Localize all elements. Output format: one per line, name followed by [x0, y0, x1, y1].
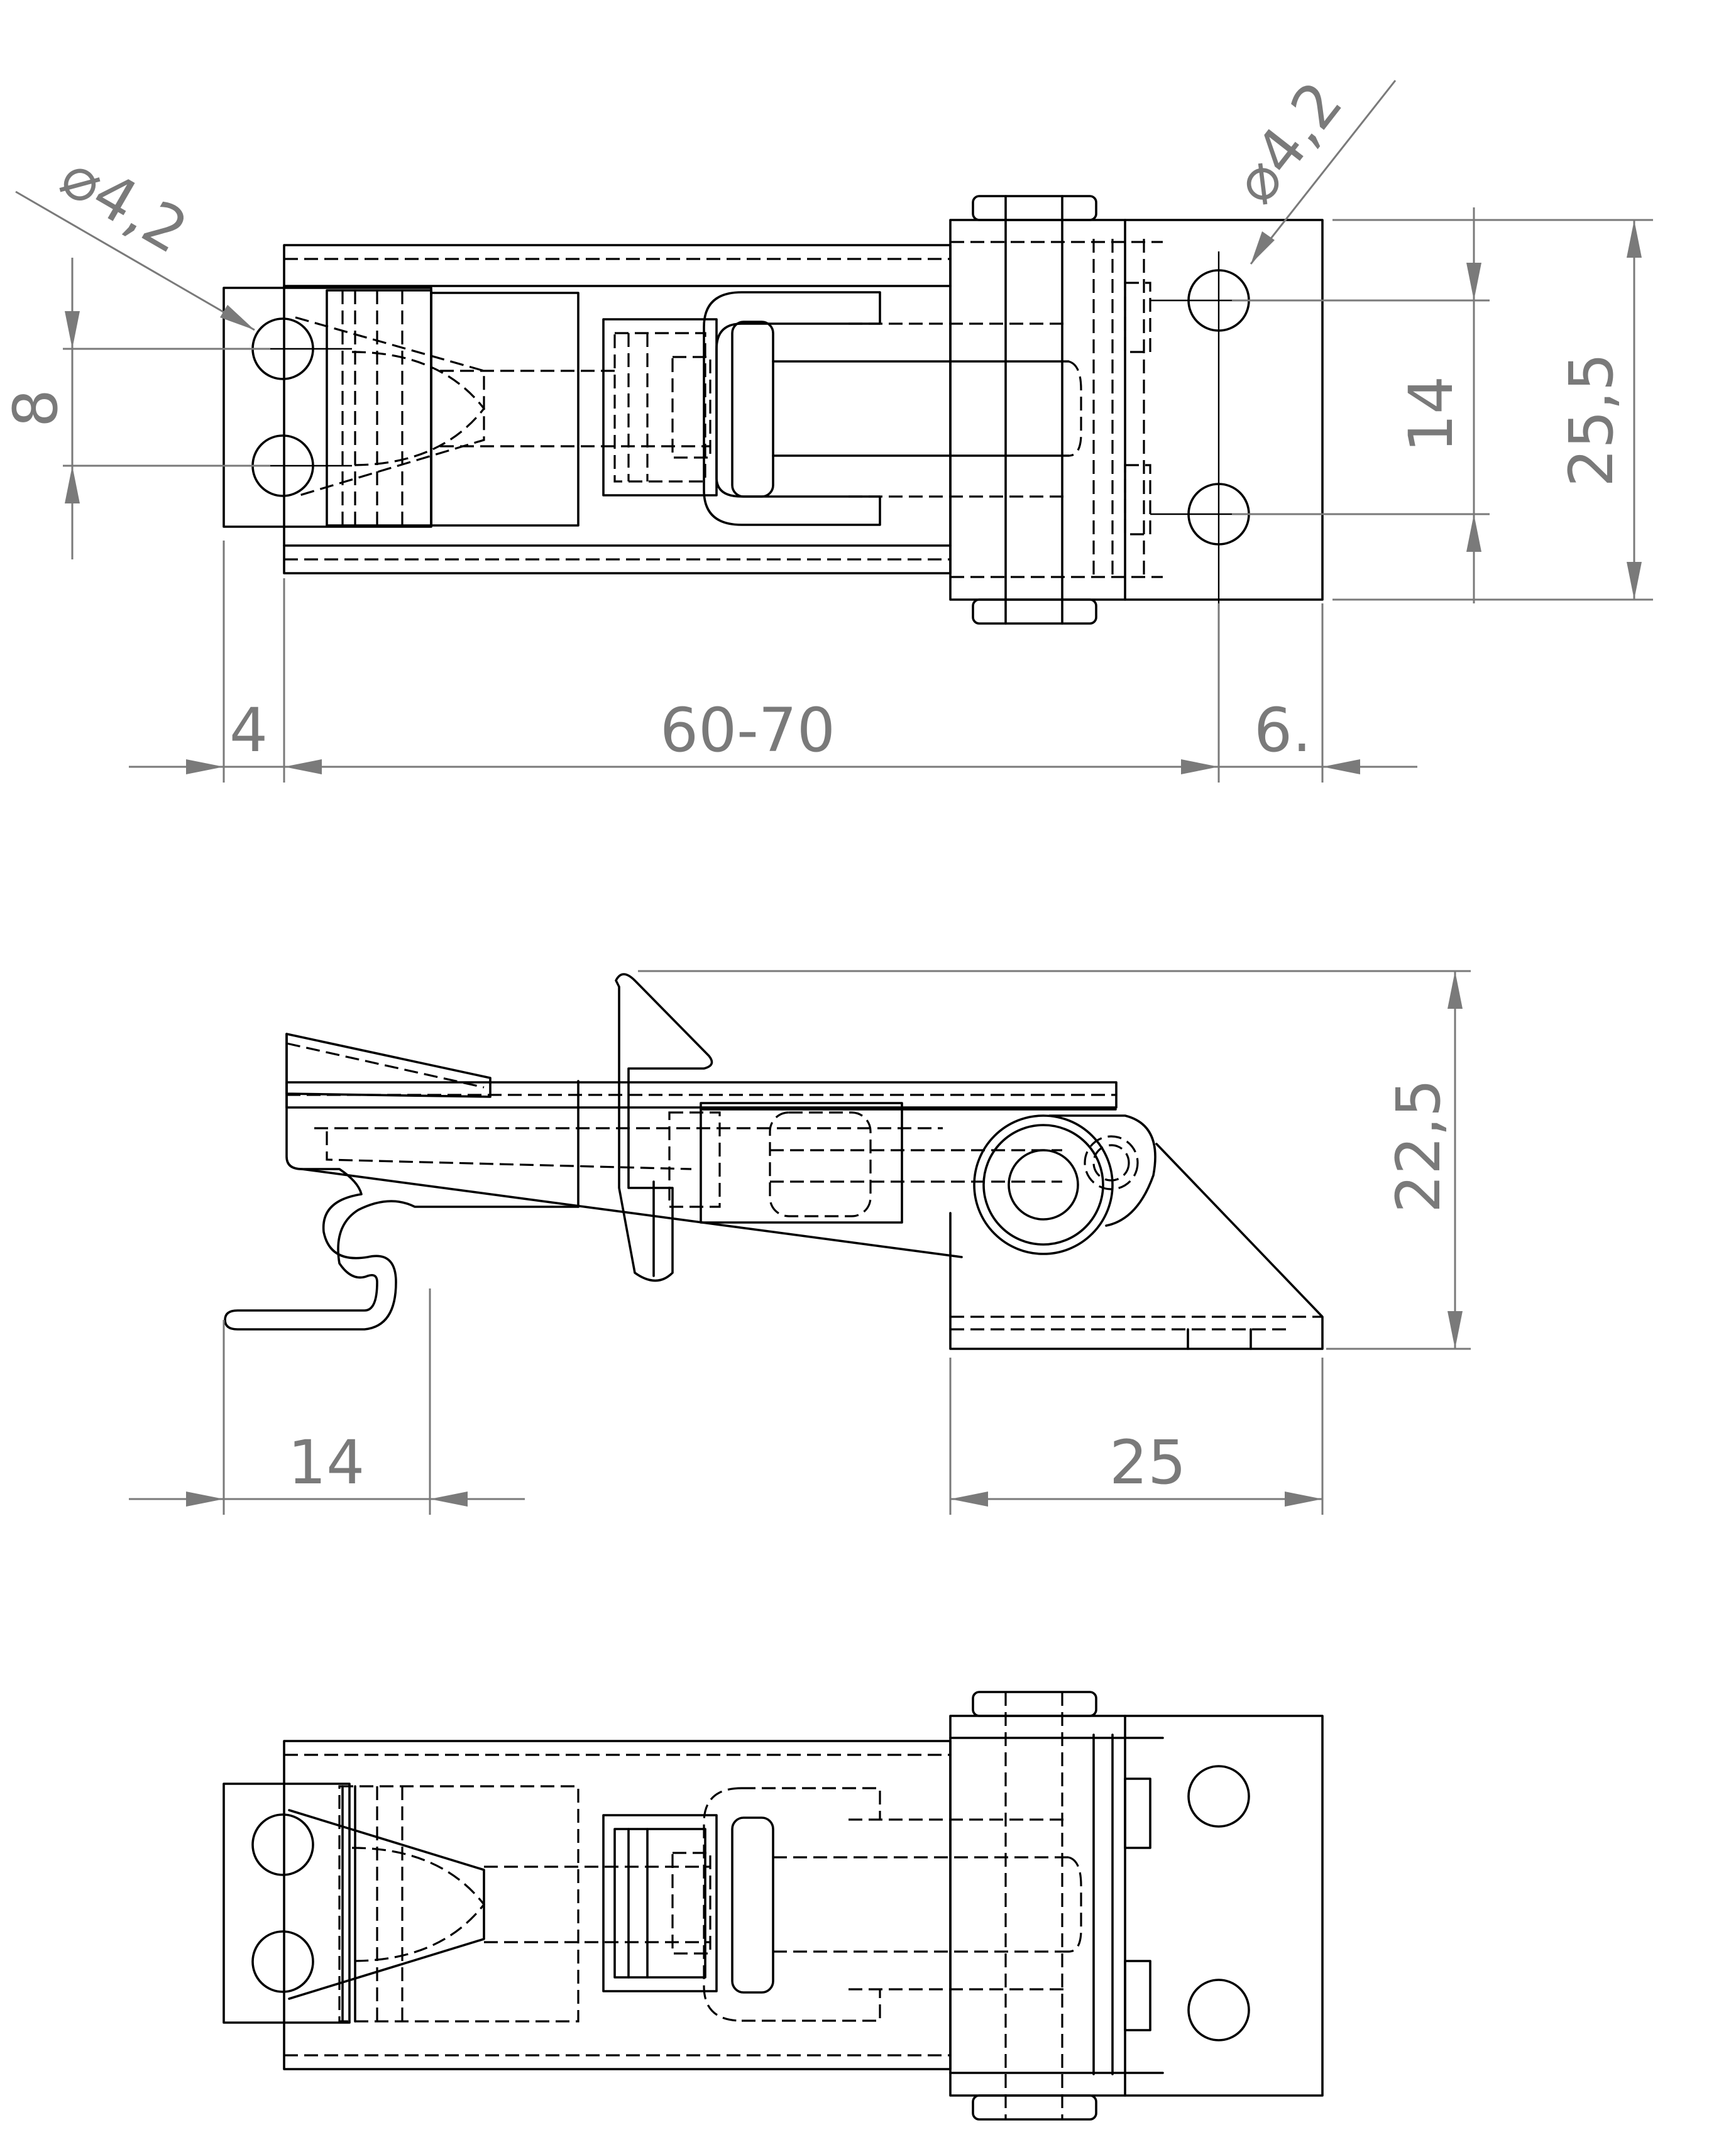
dim-right-offset: 6. [1254, 695, 1312, 766]
dim-base-length: 25 [1109, 1427, 1186, 1498]
hole-right-leader [1250, 80, 1397, 265]
dim-hole-spacing-left: 8 [1, 389, 71, 427]
dim-hole-spacing-right: 14 [1396, 376, 1466, 453]
hole-left-label: ⌀4,2 [50, 140, 199, 267]
side-view-dimensions: 22,5 14 25 [129, 970, 1471, 1515]
dim-hook-length: 14 [288, 1427, 365, 1498]
hole-right-label: ⌀4,2 [1219, 69, 1356, 216]
dim-length-range: 60-70 [660, 695, 835, 766]
bottom-view [222, 1691, 1324, 2121]
dim-height: 22,5 [1383, 1079, 1454, 1213]
dim-left-offset: 4 [229, 695, 268, 766]
top-view-dimensions: ⌀4,2 ⌀4,2 8 14 25,5 [1, 69, 1653, 783]
top-view [214, 195, 1324, 625]
hole-left-leader [15, 190, 255, 331]
side-view [224, 973, 1324, 1350]
dim-overall-width: 25,5 [1556, 353, 1627, 487]
